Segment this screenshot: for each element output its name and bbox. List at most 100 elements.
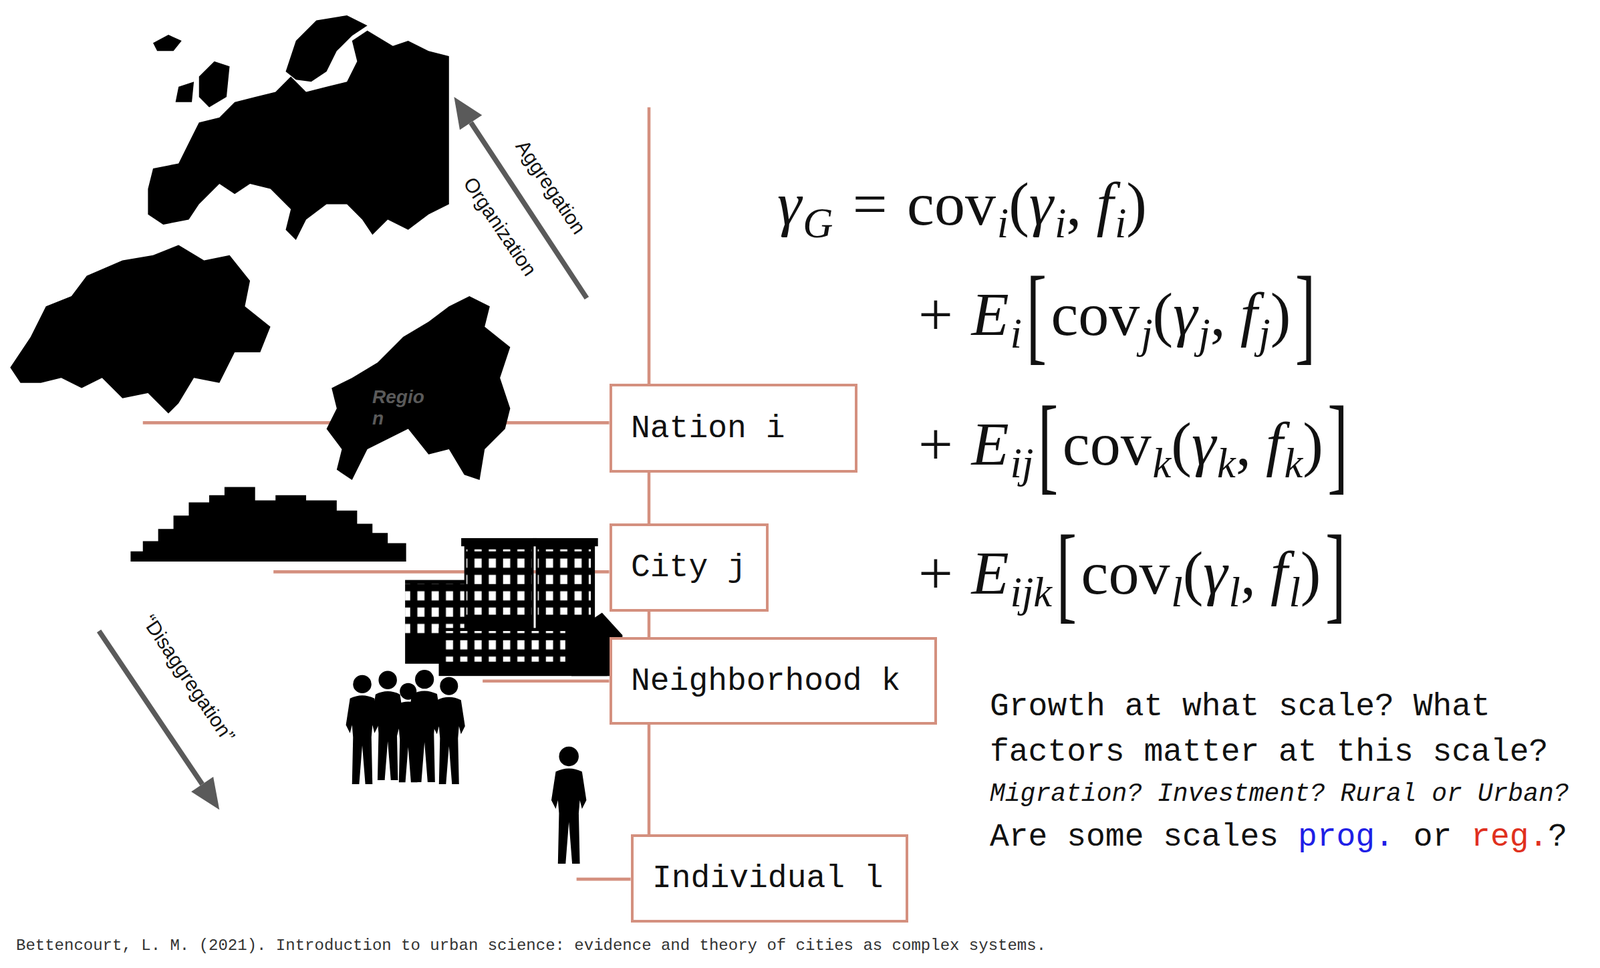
building-windows [466,549,532,615]
citation-caption: Bettencourt, L. M. (2021). Introduction … [16,935,1046,956]
equation-term: , [1240,536,1256,610]
equation-term: f [1265,407,1284,481]
level-box: Nation i [609,383,858,473]
individual-leader [576,877,631,881]
europe-map [147,15,449,240]
equation-term: ] [1295,249,1316,379]
connector-line [647,724,651,835]
equation-term: γ [777,167,802,241]
arrow-head [453,96,482,130]
equation-term: ( [1152,277,1174,351]
equation-term: k [1152,438,1172,489]
building-windows [443,630,566,662]
equation-term: [ [1025,249,1047,379]
vertical-axis-line [647,106,651,384]
equation-term: E [971,407,1009,481]
equation-term: j [1258,308,1270,359]
equation-term: [ [1037,378,1059,508]
city-skyline [130,487,406,563]
arrow-shaft [98,630,203,784]
connector-line [647,472,651,524]
equation-term: l [1229,567,1241,618]
level-box: City j [609,523,769,612]
equation-term: ) [1302,407,1324,481]
question-text: or [1413,814,1453,860]
equation-term: ] [1327,378,1349,508]
arrow-label: “Disaggregation” [137,610,240,747]
equation-term: cov [1081,536,1171,610]
question-text: Are some scales [989,814,1279,860]
neighborhood-buildings [405,538,623,676]
people-group [346,669,466,784]
equation-term: E [971,277,1009,351]
equation-term: f [1270,536,1288,610]
box-label: City j [630,549,747,586]
equation-term: ( [1182,536,1204,610]
equation-term: l [1170,567,1183,618]
question-text: Growth at what scale? What factors matte… [989,683,1578,775]
question-mark: ? [1547,814,1568,860]
arrow-label: Organization [458,173,541,281]
region-label: Region [372,386,430,430]
equation-term: j [1198,308,1210,359]
ireland [175,81,194,103]
equation-term: cov [1062,407,1152,481]
nation-map [10,245,271,414]
equation-line: +Eijk[covl(γl,fl)] [918,536,1351,610]
arrow-label: Aggregation [511,135,591,238]
individual-person [551,746,587,864]
equation-term: E [971,536,1009,610]
equation-term: ) [1270,277,1292,351]
equation-line: +Ei[covj(γj,fj)] [918,277,1320,351]
question-line: Are some scales prog. or reg.? [989,814,1568,860]
question-examples: Migration? Investment? Rural or Urban? [989,778,1570,810]
building-cornice [461,538,537,547]
equation-term: ( [1170,407,1192,481]
equation-term: k [1217,438,1236,489]
building-windows [538,549,591,615]
box-label: Nation i [630,410,785,447]
person [433,677,466,784]
box-label: Neighborhood k [630,662,901,700]
equation-line: γG=covi(γi,fi) [777,167,1147,241]
equation-term: γ [1172,277,1197,351]
scandinavia [286,15,368,82]
equation-term: l [1288,567,1300,618]
equation-term: ijk [1010,567,1053,618]
equation-term: ) [1300,536,1322,610]
equation-term: + [918,407,954,481]
britain [199,61,230,108]
equation-term: i [997,198,1009,249]
region-map [326,296,511,480]
equation-term: = [852,167,888,241]
equation-term: k [1283,438,1303,489]
equation-term: f [1240,277,1258,351]
equation-term: i [1010,308,1022,359]
person [346,675,379,784]
progressive-term: prog. [1297,814,1395,860]
equation-term: ] [1325,507,1347,637]
neighborhood-leader [482,679,609,684]
equation-term: γ [1191,407,1216,481]
level-box: Individual l [630,834,909,923]
equation-term: i [1054,198,1066,249]
equation-term: [ [1056,507,1078,637]
equation-term: , [1235,407,1252,481]
disaggregation-arrow [98,630,220,810]
equation-term: f [1096,167,1114,241]
equation-term: γ [1203,536,1228,610]
regressive-term: reg. [1471,814,1548,860]
iceland [153,34,182,51]
equation-term: cov [906,167,996,241]
equation-term: G [802,198,833,249]
equation-term: , [1210,277,1226,351]
connector-line [647,611,651,637]
building-cornice [532,538,599,547]
equation-term: γ [1029,167,1054,241]
equation-term: ij [1010,438,1034,489]
equation-term: + [918,536,954,610]
level-box: Neighborhood k [609,636,938,725]
arrow-head [191,776,220,810]
equation-term: ( [1008,167,1030,241]
